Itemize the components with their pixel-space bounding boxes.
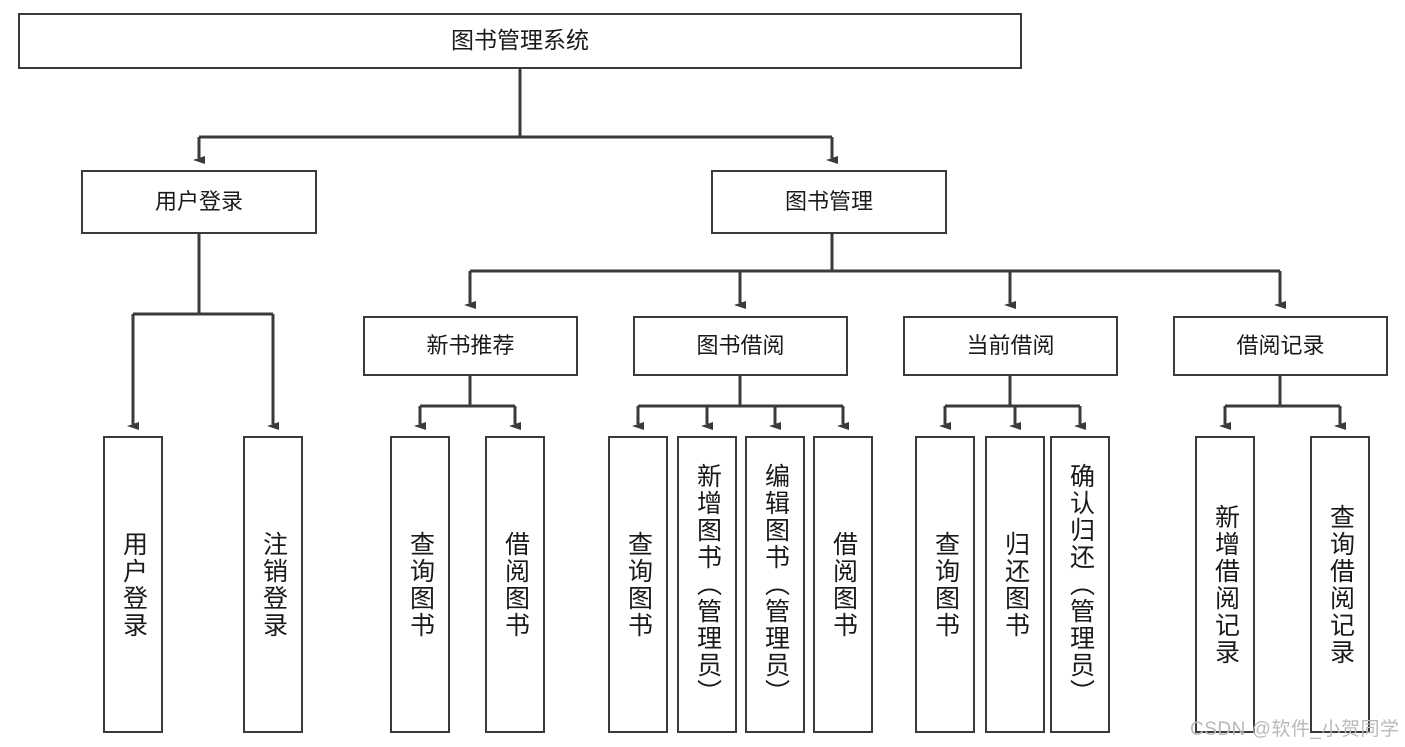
node-leaf-user-login[interactable]: 用户登录 bbox=[103, 436, 163, 733]
node-label: 编辑图书（管理员） bbox=[761, 463, 790, 706]
node-label: 新书推荐 bbox=[426, 333, 515, 359]
node-label: 确认归还（管理员） bbox=[1066, 463, 1095, 706]
node-leaf-query-book-recommend[interactable]: 查询图书 bbox=[390, 436, 450, 733]
watermark-text: CSDN @软件_小贺同学 bbox=[1190, 719, 1400, 740]
node-label: 图书借阅 bbox=[696, 333, 785, 359]
node-label: 用户登录 bbox=[154, 189, 243, 215]
node-label: 查询图书 bbox=[406, 530, 435, 639]
node-book-borrow[interactable]: 图书借阅 bbox=[633, 316, 848, 376]
node-leaf-query-borrow-record[interactable]: 查询借阅记录 bbox=[1310, 436, 1370, 733]
node-label: 借阅图书 bbox=[501, 530, 530, 639]
node-user-login[interactable]: 用户登录 bbox=[81, 170, 317, 234]
node-label: 查询借阅记录 bbox=[1326, 503, 1355, 666]
node-leaf-add-book-admin[interactable]: 新增图书（管理员） bbox=[677, 436, 737, 733]
node-label: 归还图书 bbox=[1001, 530, 1030, 639]
node-label: 图书管理 bbox=[784, 189, 873, 215]
node-new-book-recommend[interactable]: 新书推荐 bbox=[363, 316, 578, 376]
node-leaf-edit-book-admin[interactable]: 编辑图书（管理员） bbox=[745, 436, 805, 733]
node-label: 新增借阅记录 bbox=[1211, 503, 1240, 666]
node-label: 查询图书 bbox=[931, 530, 960, 639]
node-leaf-return-book[interactable]: 归还图书 bbox=[985, 436, 1045, 733]
node-leaf-borrow-book-recommend[interactable]: 借阅图书 bbox=[485, 436, 545, 733]
node-book-management[interactable]: 图书管理 bbox=[711, 170, 947, 234]
node-label: 借阅记录 bbox=[1236, 333, 1325, 359]
node-leaf-query-book-current[interactable]: 查询图书 bbox=[915, 436, 975, 733]
node-label: 当前借阅 bbox=[966, 333, 1055, 359]
node-current-borrow[interactable]: 当前借阅 bbox=[903, 316, 1118, 376]
node-label: 图书管理系统 bbox=[451, 27, 589, 54]
node-leaf-query-book-borrow[interactable]: 查询图书 bbox=[608, 436, 668, 733]
node-label: 注销登录 bbox=[259, 530, 288, 639]
node-leaf-confirm-return-admin[interactable]: 确认归还（管理员） bbox=[1050, 436, 1110, 733]
node-label: 查询图书 bbox=[624, 530, 653, 639]
node-label: 新增图书（管理员） bbox=[693, 463, 722, 706]
node-label: 借阅图书 bbox=[829, 530, 858, 639]
node-leaf-logout[interactable]: 注销登录 bbox=[243, 436, 303, 733]
node-root-system[interactable]: 图书管理系统 bbox=[18, 13, 1022, 69]
node-borrow-record[interactable]: 借阅记录 bbox=[1173, 316, 1388, 376]
node-label: 用户登录 bbox=[119, 530, 148, 639]
node-leaf-borrow-book[interactable]: 借阅图书 bbox=[813, 436, 873, 733]
node-leaf-add-borrow-record[interactable]: 新增借阅记录 bbox=[1195, 436, 1255, 733]
